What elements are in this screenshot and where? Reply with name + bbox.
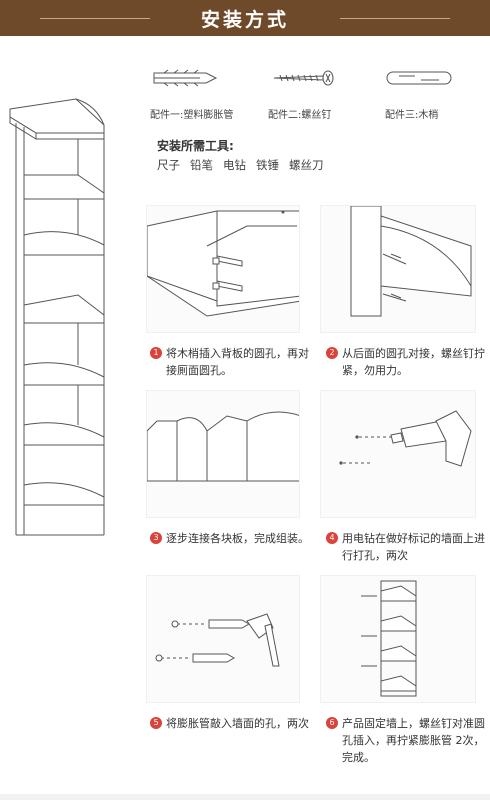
step-number-badge: 2 <box>326 347 338 359</box>
step-number-badge: 3 <box>150 532 162 544</box>
corner-shelf-illustration <box>9 98 105 536</box>
header-divider-right <box>340 18 450 19</box>
step-text: 用电钻在做好标记的墙面上进行打孔，两次 <box>342 532 485 562</box>
step-3-caption: 3 逐步连接各块板，完成组装。 <box>150 530 316 547</box>
step-text: 从后面的圆孔对接，螺丝钉拧紧，勿用力。 <box>342 347 485 377</box>
step-number-badge: 6 <box>326 717 338 729</box>
step-4-caption: 4 用电钻在做好标记的墙面上进行打孔，两次 <box>326 530 490 564</box>
page-title: 安装方式 <box>200 8 289 31</box>
part-screw: 配件二:螺丝钉 <box>268 68 378 128</box>
step-text: 将木梢插入背板的圆孔，再对接厠面圆孔。 <box>166 347 309 377</box>
step-1-caption: 1 将木梢插入背板的圆孔，再对接厠面圆孔。 <box>150 345 316 379</box>
tool-item: 铁锤 <box>256 158 279 172</box>
accessories-row: 配件一:塑料膨胀管 配件二:螺丝钉 配件三:木梢 <box>150 68 480 128</box>
tools-list: 尺子 铅笔 电钻 铁锤 螺丝刀 <box>157 157 324 173</box>
tool-item: 尺子 <box>157 158 180 172</box>
step-text: 逐步连接各块板，完成组装。 <box>166 532 309 545</box>
step-number-badge: 1 <box>150 347 162 359</box>
anchor-plug-icon <box>153 69 218 87</box>
tool-item: 螺丝刀 <box>289 158 324 172</box>
step-6-illustration <box>320 575 476 703</box>
step-text: 将膨胀管敲入墙面的孔，两次 <box>166 717 309 730</box>
tool-item: 电钻 <box>223 158 246 172</box>
bottom-divider <box>0 794 490 800</box>
step-3-illustration <box>146 390 300 518</box>
step-1-illustration <box>146 205 300 333</box>
step-2-caption: 2 从后面的圆孔对接，螺丝钉拧紧，勿用力。 <box>326 345 490 379</box>
step-5-caption: 5 将膨胀管敲入墙面的孔，两次 <box>150 715 316 732</box>
page-header: 安装方式 <box>0 0 490 36</box>
tools-heading: 安装所需工具: <box>157 139 234 153</box>
step-6-caption: 6 产品固定墙上，螺丝钉对准圆孔插入，再拧紧膨胀管 2次，完成。 <box>326 715 490 766</box>
part-label: 配件三:木梢 <box>385 110 439 121</box>
step-text: 产品固定墙上，螺丝钉对准圆孔插入，再拧紧膨胀管 2次，完成。 <box>342 717 485 764</box>
tool-item: 铅笔 <box>190 158 213 172</box>
step-number-badge: 5 <box>150 717 162 729</box>
wood-dowel-icon <box>386 71 452 85</box>
part-anchor: 配件一:塑料膨胀管 <box>150 68 260 128</box>
part-label: 配件一:塑料膨胀管 <box>150 110 234 121</box>
header-divider-left <box>40 18 150 19</box>
part-label: 配件二:螺丝钉 <box>268 110 332 121</box>
part-dowel: 配件三:木梢 <box>385 68 490 128</box>
screw-icon <box>273 70 334 86</box>
step-2-illustration <box>320 205 476 333</box>
step-4-illustration <box>320 390 476 518</box>
step-5-illustration <box>146 575 300 703</box>
step-number-badge: 4 <box>326 532 338 544</box>
